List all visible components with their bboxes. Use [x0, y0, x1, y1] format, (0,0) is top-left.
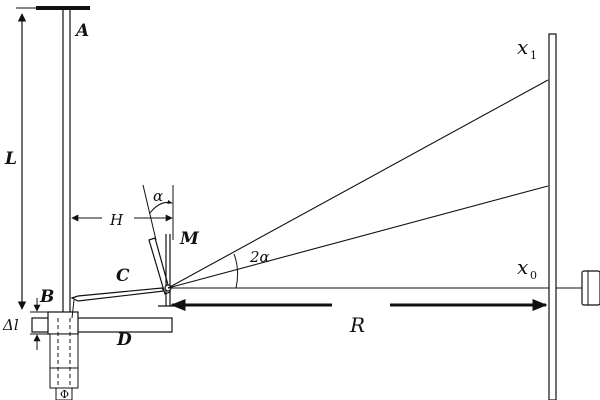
lever-foot: [71, 299, 75, 319]
ray-to-x1: [167, 79, 549, 289]
label-x1-sub: 1: [530, 49, 537, 62]
label-b: B: [39, 287, 54, 307]
label-two-alpha: 2α: [249, 248, 270, 266]
label-l: L: [4, 149, 17, 169]
label-m: M: [179, 229, 200, 249]
label-r: R: [349, 313, 365, 337]
label-x0: x: [517, 255, 528, 279]
collet-b: [47, 311, 79, 335]
cylinder: [49, 333, 79, 389]
ray-middle: [167, 185, 549, 289]
lever-c: [70, 287, 166, 302]
label-x1: x: [517, 35, 528, 59]
label-x0-sub: 0: [530, 269, 537, 282]
label-delta-l: Δl: [2, 316, 19, 334]
label-h: H: [109, 211, 124, 229]
label-c: C: [116, 266, 130, 286]
weight-box: [55, 387, 73, 400]
scale-ruler: [548, 33, 557, 400]
alpha-arc: [149, 199, 173, 214]
label-phi: Φ: [60, 388, 69, 400]
label-a: A: [74, 21, 89, 41]
label-d: D: [116, 330, 132, 350]
telescope: [581, 270, 600, 306]
tilted-normal-line: [142, 184, 157, 241]
two-alpha-arc: [233, 253, 239, 289]
label-alpha: α: [153, 187, 163, 205]
